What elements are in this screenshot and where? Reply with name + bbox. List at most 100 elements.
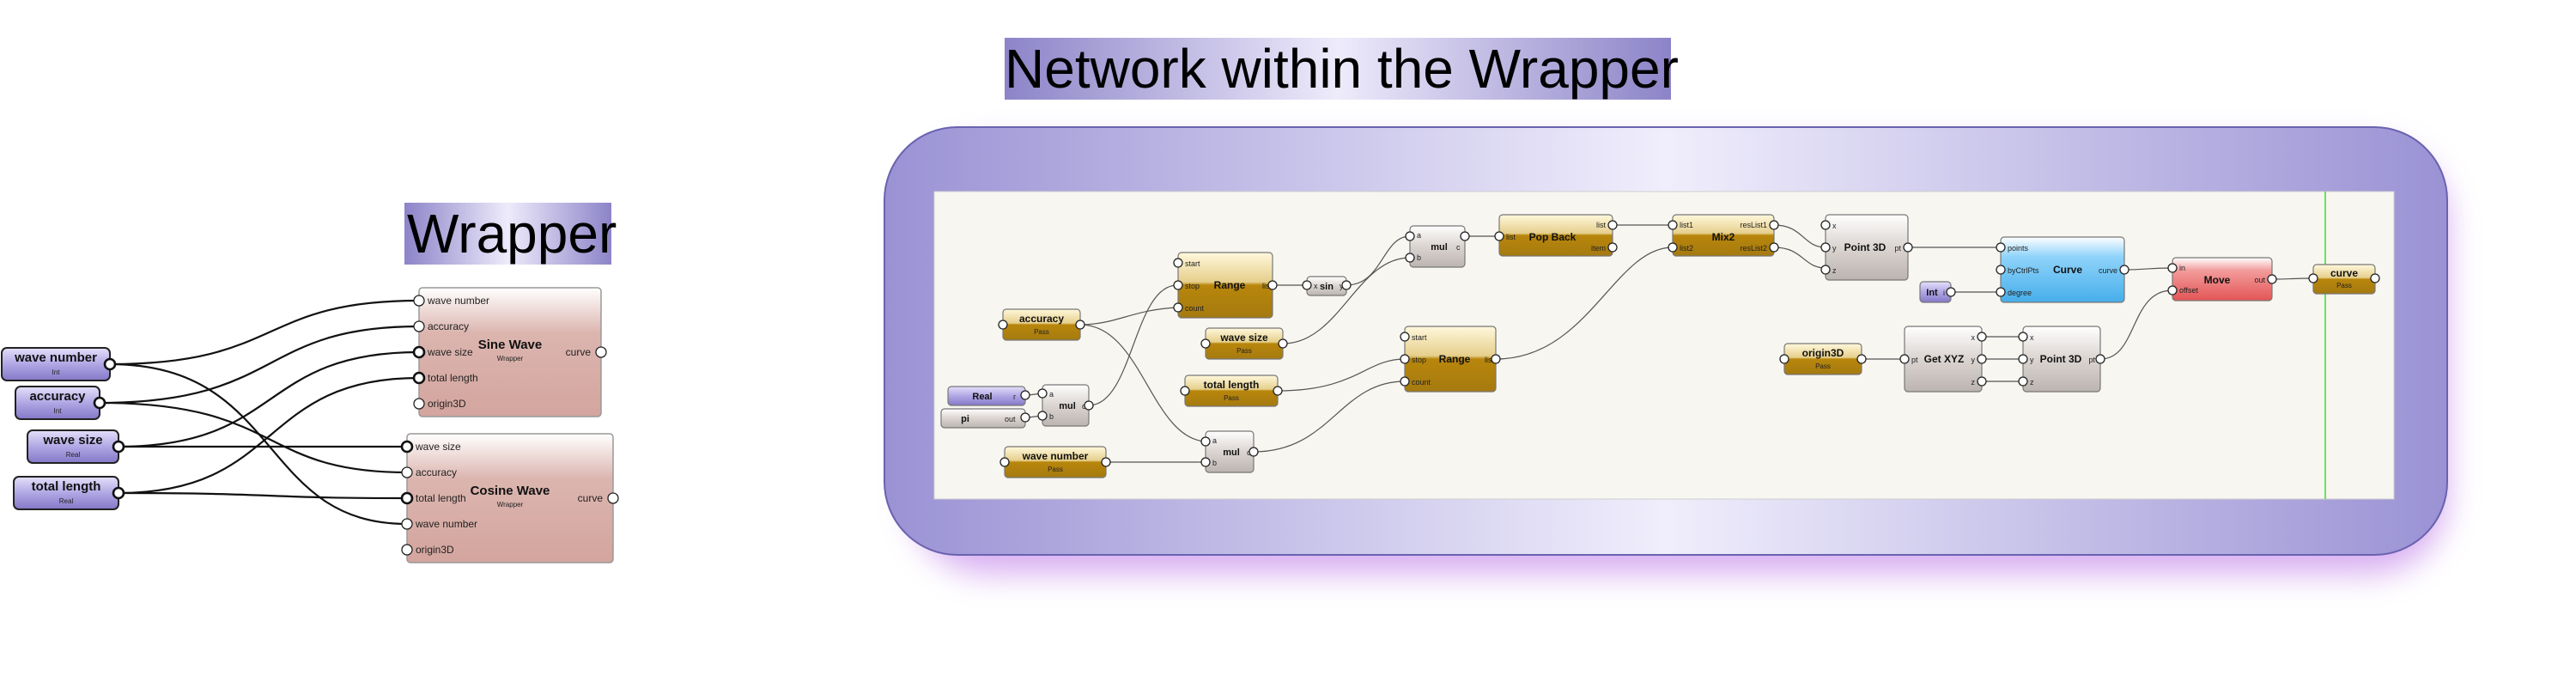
net-node-mul-2[interactable]: a b mul c [1405, 225, 1470, 268]
in-port[interactable] [1037, 411, 1048, 421]
in-port[interactable] [1400, 332, 1410, 342]
in-port[interactable] [1996, 242, 2006, 253]
input-out-port[interactable] [112, 440, 125, 454]
in-port[interactable] [1173, 302, 1183, 313]
input-out-port[interactable] [103, 357, 117, 371]
in-port[interactable] [1668, 242, 1678, 253]
out-port[interactable] [2119, 265, 2129, 275]
input-node-accuracy[interactable]: accuracy Int [15, 386, 106, 420]
in-port[interactable] [2018, 376, 2028, 387]
net-node-point3d-1[interactable]: x y z Point 3D pt [1820, 214, 1913, 281]
in-port[interactable] [1405, 231, 1415, 241]
net-node-sin[interactable]: x sin y [1302, 276, 1352, 296]
net-node-wave-size[interactable]: wave size Pass [1200, 327, 1288, 360]
in-port[interactable] [1200, 436, 1211, 447]
in-port[interactable] [1820, 220, 1831, 230]
input-node-wave-number[interactable]: wave number Int [1, 347, 117, 381]
in-port[interactable] [2167, 285, 2178, 295]
net-node-pop-back[interactable]: list Pop Back list item [1494, 214, 1618, 257]
out-port[interactable] [1341, 280, 1352, 290]
in-port[interactable] [1200, 457, 1211, 467]
out-port[interactable] [2095, 354, 2105, 364]
out-port[interactable] [1267, 280, 1278, 290]
in-port[interactable] [1302, 280, 1312, 290]
net-node-move[interactable]: in offset Move out [2167, 257, 2277, 301]
in-port[interactable] [1200, 338, 1211, 349]
net-node-pi[interactable]: pi out [940, 408, 1030, 429]
in-port[interactable] [1779, 354, 1789, 364]
sine-wave-node[interactable]: wave number accuracy wave size total len… [412, 287, 607, 417]
input-out-port[interactable] [93, 396, 106, 410]
in-port[interactable] [1173, 280, 1183, 290]
net-node-get-xyz[interactable]: pt Get XYZ x y z [1899, 326, 1987, 393]
in-port[interactable] [1180, 386, 1190, 396]
input-node-total-length[interactable]: total length Real [13, 476, 125, 510]
out-port[interactable] [2267, 274, 2277, 284]
in-port-wave-number[interactable] [413, 295, 425, 307]
in-port[interactable] [1668, 220, 1678, 230]
in-port-total-length[interactable] [412, 371, 426, 385]
net-node-curve[interactable]: points byCtrlPts degree Curve curve [1996, 236, 2129, 303]
out-port[interactable] [1020, 412, 1030, 423]
in-port[interactable] [999, 457, 1010, 467]
in-port[interactable] [2167, 263, 2178, 273]
net-node-total-length[interactable]: total length Pass [1180, 374, 1283, 407]
out-port[interactable] [1249, 447, 1259, 457]
in-port[interactable] [1173, 258, 1183, 268]
net-node-point3d-2[interactable]: x y z Point 3D pt [2018, 326, 2105, 393]
out-port[interactable] [1977, 354, 1987, 364]
in-port-origin3d[interactable] [413, 398, 425, 410]
in-port-wave-size[interactable] [412, 345, 426, 359]
net-node-range-1[interactable]: start stop count Range list [1173, 252, 1278, 319]
in-port-wave-number[interactable] [401, 518, 413, 530]
in-port-wave-size[interactable] [400, 440, 414, 454]
out-port[interactable] [1084, 400, 1094, 411]
in-port[interactable] [1400, 354, 1410, 364]
out-port[interactable] [1946, 287, 1956, 297]
out-port[interactable] [1273, 386, 1283, 396]
out-port[interactable] [1977, 376, 1987, 387]
in-port[interactable] [1037, 388, 1048, 399]
in-port[interactable] [1400, 376, 1410, 387]
in-port[interactable] [1405, 253, 1415, 263]
in-port[interactable] [1996, 287, 2006, 297]
out-port[interactable] [1101, 457, 1111, 467]
out-port-curve[interactable] [607, 492, 619, 504]
in-port[interactable] [1899, 354, 1910, 364]
net-node-int[interactable]: Int i [1919, 281, 1956, 303]
out-port[interactable] [1903, 242, 1913, 253]
in-port-accuracy[interactable] [401, 466, 413, 478]
input-node-wave-size[interactable]: wave size Real [27, 429, 125, 464]
net-node-range-2[interactable]: start stop count Range list [1400, 326, 1501, 393]
in-port[interactable] [2308, 273, 2318, 283]
cosine-wave-node[interactable]: wave size accuracy total length wave num… [400, 433, 619, 563]
in-port[interactable] [2018, 354, 2028, 364]
input-out-port[interactable] [112, 486, 125, 500]
net-node-wave-number[interactable]: wave number Pass [999, 446, 1111, 478]
net-node-curve-output[interactable]: curve Pass [2308, 264, 2380, 295]
out-port[interactable] [2370, 273, 2380, 283]
out-port[interactable] [1977, 332, 1987, 342]
net-node-origin3d[interactable]: origin3D Pass [1779, 343, 1867, 375]
out-port[interactable] [1607, 220, 1618, 230]
net-node-mul-1[interactable]: a b mul c [1037, 384, 1094, 427]
out-port[interactable] [1491, 354, 1501, 364]
out-port[interactable] [1607, 242, 1618, 253]
out-port[interactable] [1075, 320, 1085, 330]
out-port[interactable] [1278, 338, 1288, 349]
in-port-accuracy[interactable] [413, 320, 425, 332]
net-node-mul-3[interactable]: a b mul c [1200, 430, 1259, 473]
out-port[interactable] [1856, 354, 1867, 364]
in-port[interactable] [1996, 265, 2006, 275]
net-node-mix2[interactable]: list1 list2 Mix2 resList1 resList2 [1668, 214, 1779, 257]
in-port[interactable] [1820, 242, 1831, 253]
net-node-real[interactable]: Real r [947, 386, 1030, 406]
in-port[interactable] [1820, 265, 1831, 275]
out-port[interactable] [1769, 242, 1779, 253]
out-port-curve[interactable] [595, 346, 607, 358]
out-port[interactable] [1769, 220, 1779, 230]
out-port[interactable] [1020, 390, 1030, 400]
net-node-accuracy[interactable]: accuracy Pass [998, 308, 1085, 341]
in-port[interactable] [1494, 231, 1504, 241]
in-port-origin3d[interactable] [401, 544, 413, 556]
